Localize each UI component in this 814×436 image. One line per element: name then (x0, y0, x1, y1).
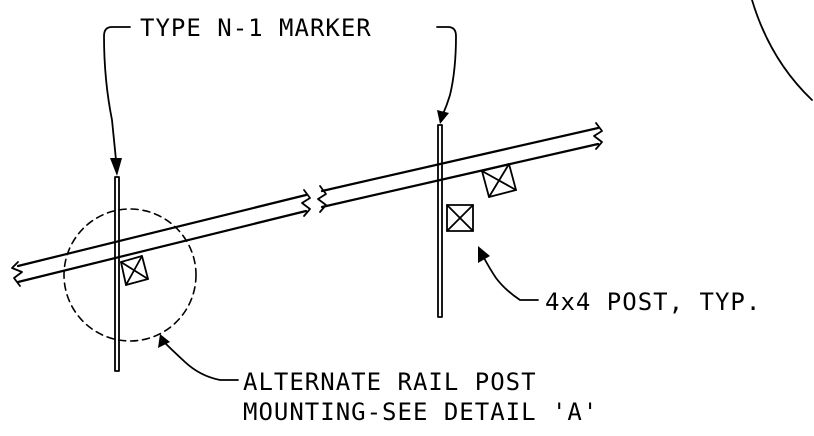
alternate-label-line1: ALTERNATE RAIL POST (243, 368, 537, 396)
post-label-leader (478, 246, 539, 301)
detail-boundary-arc (751, 0, 813, 101)
rail-left (11, 189, 311, 287)
alternate-label-leader (158, 334, 239, 381)
alternate-label-line2: MOUNTING-SEE DETAIL 'A' (243, 398, 598, 426)
marker-post-left (114, 176, 120, 372)
marker-label: TYPE N-1 MARKER (140, 14, 372, 42)
post-4x4-right-square (446, 204, 474, 232)
post-4x4-left (120, 255, 149, 286)
marker-post-right (437, 124, 443, 318)
marker-label-bracket (103, 26, 457, 176)
post-4x4-right-rotated (481, 163, 517, 198)
rail-right (317, 122, 603, 213)
post-label: 4x4 POST, TYP. (545, 288, 761, 316)
detail-circle-dashed (63, 208, 197, 342)
